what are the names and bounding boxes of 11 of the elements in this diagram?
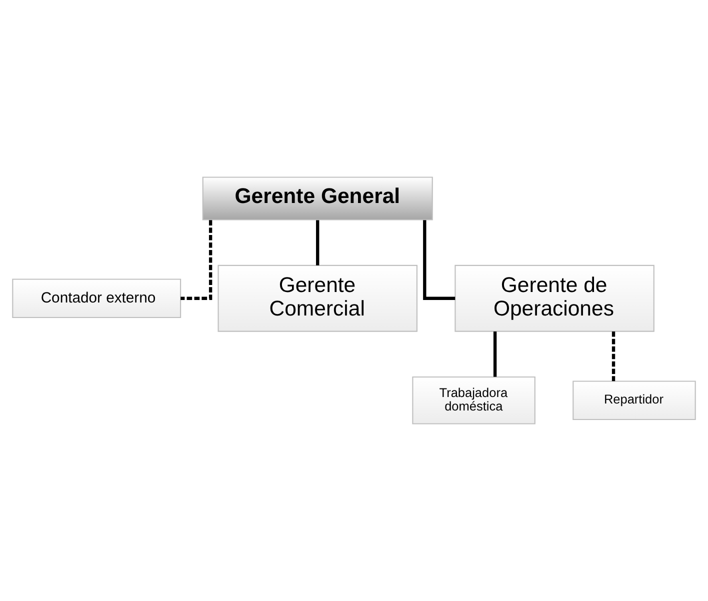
node-box: Gerente de Operaciones xyxy=(454,264,654,332)
node-box: Trabajadora doméstica xyxy=(412,376,536,424)
connector xyxy=(612,332,616,382)
node-box: Gerente General xyxy=(202,176,433,220)
node-box: Contador externo xyxy=(12,278,182,318)
node-box: Repartidor xyxy=(572,380,696,420)
connector xyxy=(423,220,456,300)
connector xyxy=(493,332,497,377)
connector xyxy=(316,220,320,266)
connector xyxy=(180,220,212,300)
node-box: Gerente Comercial xyxy=(218,264,418,332)
